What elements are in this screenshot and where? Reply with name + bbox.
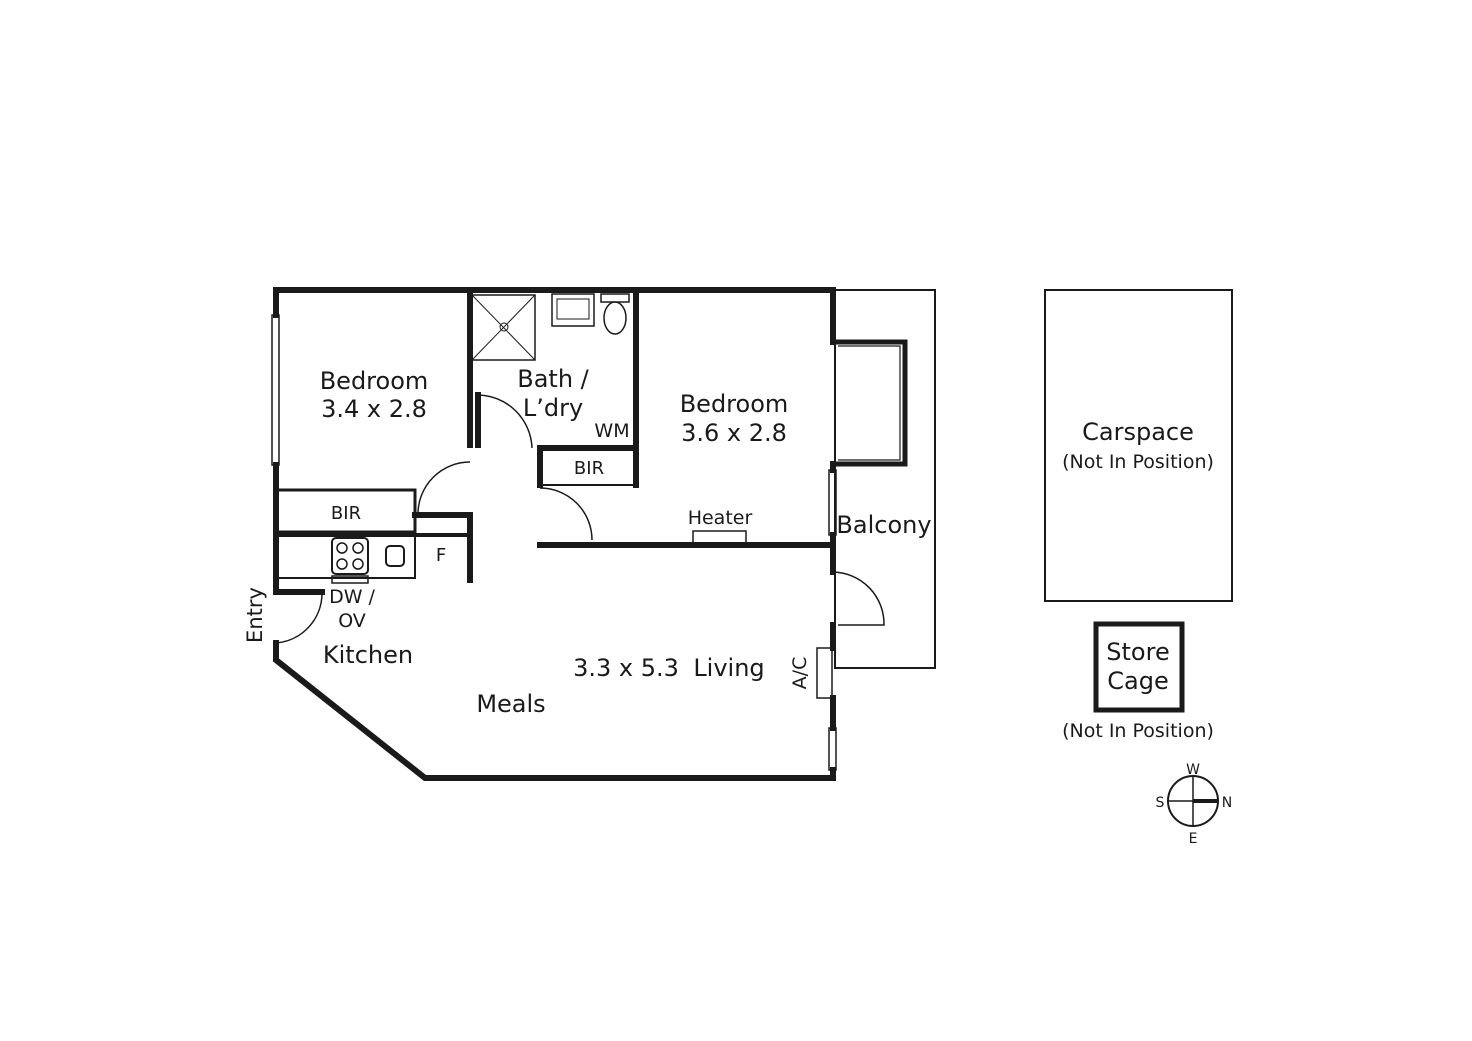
shower-icon [471,294,536,361]
store-label: Store [1106,638,1169,666]
meals-label: Meals [476,690,545,718]
heater-label: Heater [688,507,753,529]
fixtures [271,289,1233,827]
kitchen-bench [275,534,416,579]
hall-wall [412,512,473,583]
sink-icon [385,545,405,567]
bir-bath [539,449,637,486]
bath-left-wall [467,287,481,448]
window-bed1 [271,314,280,466]
bir-bed1 [274,488,417,534]
heater-icon [692,530,747,545]
bottom-wall [273,640,836,781]
vanity-icon [551,293,595,327]
kitchen-label: Kitchen [323,641,413,669]
living-size: 3.3 x 5.3 [573,654,679,682]
window-living [828,727,837,771]
balcony-outline [834,289,936,669]
ac-icon [816,647,833,699]
store-cage-outline [1093,621,1185,713]
toilet-icon [603,301,627,335]
entry-label: Entry [243,587,267,643]
balcony-label: Balcony [836,511,931,539]
door-swing [477,394,533,449]
cooktop-icon [331,537,369,575]
compass-icon [1167,775,1219,827]
carspace-label: Carspace [1082,418,1194,446]
bedroom2-size: 3.6 x 2.8 [681,419,787,447]
compass-s: S [1156,795,1165,811]
laundry-label: L’dry [523,394,583,422]
compass-n: N [1222,795,1232,811]
compass-e: E [1189,831,1198,847]
living-label: Living [693,654,764,682]
store-cage-note: (Not In Position) [1062,720,1214,742]
left-wall [273,287,325,595]
labels: Bedroom 3.4 x 2.8 Bath / L’dry WM BIR Be… [243,365,1232,847]
compass-w: W [1186,762,1200,778]
bedroom2-label: Bedroom [680,390,789,418]
ac-label: A/C [789,657,811,690]
bir-bed1-label: BIR [331,503,361,524]
bir-bath-label: BIR [574,458,604,479]
carspace-outline [1044,289,1233,602]
bedroom1-size: 3.4 x 2.8 [321,395,427,423]
walls [273,287,836,781]
bath-label: Bath / [517,365,589,393]
bedroom1-label: Bedroom [320,367,429,395]
fridge-label: F [436,545,446,566]
cage-label: Cage [1107,667,1168,695]
ov-label: OV [338,610,366,632]
dw-label: DW / [329,586,375,608]
carspace-note: (Not In Position) [1062,451,1214,473]
wm-label: WM [594,420,629,442]
